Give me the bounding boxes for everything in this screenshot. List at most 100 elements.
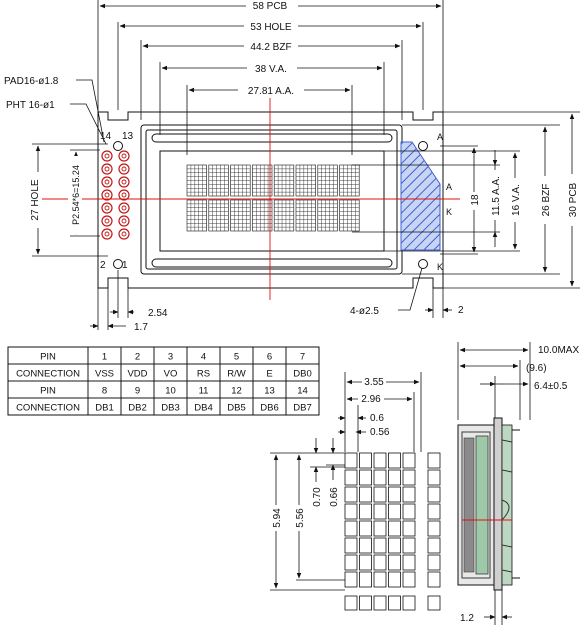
pin-table-cell: 4 bbox=[201, 352, 206, 363]
adjacent-character-dot bbox=[427, 571, 441, 588]
character-dot bbox=[402, 503, 416, 520]
character-dot bbox=[344, 486, 358, 503]
cursor-dot bbox=[373, 595, 387, 611]
character-dot bbox=[373, 452, 387, 469]
pin-table-cell: R/W bbox=[227, 369, 246, 380]
dot-pitch-width-label: 0.6 bbox=[370, 413, 384, 424]
pin-table-cell: 12 bbox=[231, 386, 242, 397]
pht-spec-label: PHT 16-ø1 bbox=[6, 100, 55, 111]
pin-table-cell: 11 bbox=[199, 386, 209, 397]
character-dot bbox=[373, 469, 387, 486]
pin-table-cell: VDD bbox=[127, 369, 147, 380]
pin-table-cell: VSS bbox=[95, 369, 114, 380]
character-dot bbox=[344, 452, 358, 469]
side-view-labels: 10.0MAX (9.6) 6.4±0.5 1.2 bbox=[460, 345, 579, 624]
character-dot bbox=[388, 520, 401, 537]
pin-table-cell: 14 bbox=[297, 386, 308, 397]
character-detail-dims bbox=[270, 372, 422, 591]
pin-14-label: 14 bbox=[100, 131, 112, 142]
pin-pad bbox=[101, 202, 113, 214]
pin-pad bbox=[118, 215, 130, 227]
adjacent-character-dot bbox=[427, 554, 441, 571]
character-dot bbox=[388, 571, 401, 588]
edge-2-label: 2 bbox=[458, 305, 464, 316]
character-dot bbox=[402, 571, 416, 588]
cursor-dot bbox=[344, 595, 358, 611]
character-cell-grid bbox=[344, 452, 441, 611]
char-pitch-width-label: 3.55 bbox=[364, 377, 384, 388]
right-dimensions bbox=[352, 111, 580, 289]
lcd-character-cell bbox=[230, 164, 251, 197]
character-dot bbox=[402, 554, 416, 571]
lcd-character-cell bbox=[252, 199, 273, 232]
pin-table-cell: DB6 bbox=[260, 403, 278, 414]
pitch-2-54-label: 2.54 bbox=[148, 308, 168, 319]
bzf-height-label: 26 BZF bbox=[541, 184, 552, 217]
pin-pad bbox=[101, 215, 113, 227]
lcd-character-cell bbox=[273, 164, 295, 197]
pin-table-cell: DB7 bbox=[293, 403, 311, 414]
pcb-height-label: 30 PCB bbox=[568, 182, 579, 217]
hole-height-label: 27 HOLE bbox=[30, 179, 41, 220]
dot-height-label: 0.66 bbox=[329, 487, 340, 507]
pin-table-cell: 13 bbox=[264, 386, 275, 397]
led-cathode-bottom-label: K bbox=[437, 262, 443, 272]
pin-table-cell: 1 bbox=[102, 352, 107, 363]
right-labels: 11.5 A.A. 16 V.A. 18 26 BZF 30 PCB A A K… bbox=[437, 132, 579, 272]
character-dot bbox=[402, 452, 416, 469]
pin-table-cell: 3 bbox=[168, 352, 173, 363]
ref-thickness-label: (9.6) bbox=[526, 363, 547, 374]
character-dot bbox=[388, 554, 401, 571]
character-dot bbox=[344, 520, 358, 537]
pin-pad bbox=[101, 163, 113, 175]
character-dot bbox=[402, 537, 416, 554]
adjacent-character-dot bbox=[427, 452, 441, 469]
lcd-character-cell bbox=[186, 164, 207, 197]
adjacent-character-dot bbox=[427, 486, 441, 503]
aa-width-label: 27.81 A.A. bbox=[248, 86, 294, 97]
character-dot bbox=[344, 537, 358, 554]
char-width-label: 2.96 bbox=[361, 394, 381, 405]
pin-table-cell: DB1 bbox=[95, 403, 113, 414]
led-anode-label: A bbox=[446, 182, 452, 192]
character-dot bbox=[402, 469, 416, 486]
adjacent-character-dot bbox=[427, 503, 441, 520]
pad-spec-label: PAD16-ø1.8 bbox=[4, 76, 59, 87]
lcd-character-cell bbox=[252, 164, 273, 197]
pin-2-label: 2 bbox=[100, 260, 106, 271]
pin-table-cell: DB0 bbox=[293, 369, 311, 380]
character-dot bbox=[344, 571, 358, 588]
va-height-label: 16 V.A. bbox=[511, 184, 522, 216]
lcd-character-cell bbox=[317, 164, 338, 197]
character-dot bbox=[373, 486, 387, 503]
character-dot bbox=[373, 503, 387, 520]
pcb-width-label: 58 PCB bbox=[253, 1, 288, 12]
char-height-label: 5.56 bbox=[295, 508, 306, 528]
adjacent-cursor-dot bbox=[427, 595, 441, 611]
lcd-character-cell bbox=[317, 199, 338, 232]
pin-pad bbox=[118, 228, 130, 240]
led-anode-top-label: A bbox=[437, 132, 443, 142]
char-pitch-height-label: 5.94 bbox=[272, 508, 283, 528]
pin-pad bbox=[118, 176, 130, 188]
character-dot bbox=[344, 503, 358, 520]
pin-table-cell: E bbox=[266, 369, 272, 380]
pin-pad bbox=[101, 176, 113, 188]
pin-pitch-label: P2.54*6=15.24 bbox=[71, 165, 81, 225]
lcd-character-cell bbox=[295, 164, 316, 197]
pin-pad bbox=[118, 150, 130, 162]
character-dot bbox=[359, 520, 372, 537]
dot-pitch-height-label: 0.70 bbox=[312, 487, 323, 507]
aa-height-label: 11.5 A.A. bbox=[491, 176, 502, 216]
top-dimension-labels: 58 PCB 53 HOLE 44.2 BZF 38 V.A. 27.81 A.… bbox=[238, 0, 304, 97]
lcd-character-cell bbox=[186, 199, 207, 232]
adjacent-character-dot bbox=[427, 537, 441, 554]
left-labels: PAD16-ø1.8 PHT 16-ø1 27 HOLE P2.54*6=15.… bbox=[4, 76, 134, 271]
character-detail-view: 3.55 2.96 0.6 0.56 5.94 5.56 0.70 0.66 bbox=[269, 372, 441, 611]
pin-table-cell: CONNECTION bbox=[16, 369, 80, 380]
lcd-character-cell bbox=[339, 164, 360, 197]
pin-offset-label: 1.2 bbox=[460, 613, 474, 624]
lcd-character-cell bbox=[273, 199, 295, 232]
